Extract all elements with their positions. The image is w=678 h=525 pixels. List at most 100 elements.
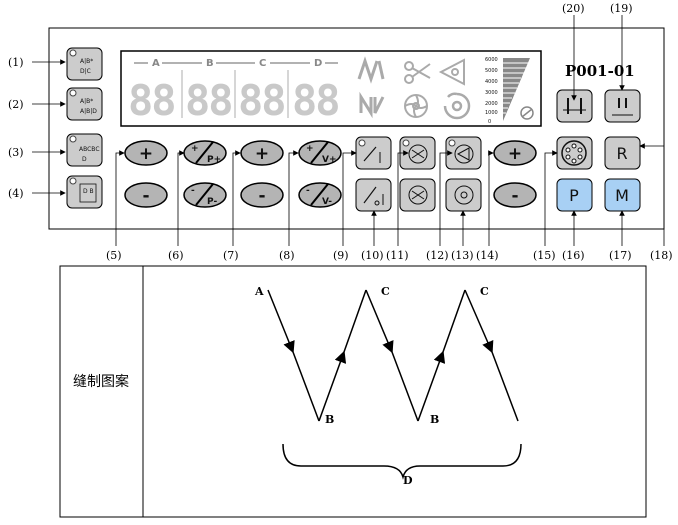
p-key[interactable]: P bbox=[556, 178, 593, 212]
svg-text:V+: V+ bbox=[322, 155, 337, 165]
minus-button-a[interactable]: - bbox=[124, 182, 168, 208]
cooling-fan-icon bbox=[404, 94, 428, 118]
presser-foot-icon bbox=[438, 58, 465, 86]
svg-text:M: M bbox=[615, 186, 629, 205]
point-c1-label: C bbox=[381, 285, 390, 298]
svg-text:A|B*: A|B* bbox=[80, 58, 93, 65]
svg-text:0: 0 bbox=[488, 119, 491, 125]
svg-text:+: + bbox=[255, 144, 269, 164]
callout-12: (12) bbox=[426, 249, 449, 262]
p-minus-button[interactable]: - P- bbox=[183, 182, 227, 208]
callout-17: (17) bbox=[609, 249, 632, 262]
svg-text:P: P bbox=[569, 186, 579, 205]
plus-button-a[interactable]: + bbox=[124, 140, 168, 166]
trimmer-key-2[interactable] bbox=[399, 178, 436, 212]
minus-button-c[interactable]: - bbox=[493, 182, 537, 208]
callout-16: (16) bbox=[562, 249, 585, 262]
svg-text:1000: 1000 bbox=[485, 110, 498, 116]
callout-14: (14) bbox=[476, 249, 499, 262]
scissors-icon bbox=[404, 61, 431, 84]
callout-leaders bbox=[32, 15, 665, 246]
mode-key-1[interactable]: A|B* D|C bbox=[66, 47, 103, 81]
callout-20: (20) bbox=[562, 2, 585, 15]
point-c2-label: C bbox=[480, 285, 489, 298]
plus-button-b[interactable]: + bbox=[240, 140, 284, 166]
point-b1-label: B bbox=[325, 413, 334, 426]
thread-wiper-icon bbox=[443, 92, 471, 120]
point-b2-label: B bbox=[430, 413, 439, 426]
callout-8: (8) bbox=[279, 249, 295, 262]
p-plus-button[interactable]: + P+ bbox=[183, 140, 227, 166]
pattern-key-15[interactable] bbox=[556, 136, 593, 170]
model-number: P001-01 bbox=[565, 62, 635, 80]
plus-button-c[interactable]: + bbox=[493, 140, 537, 166]
callout-1: (1) bbox=[8, 56, 24, 69]
svg-text:-: - bbox=[191, 186, 195, 196]
presser-up-key[interactable] bbox=[355, 136, 392, 170]
svg-text:2000: 2000 bbox=[485, 101, 498, 107]
display-label-b: B bbox=[206, 58, 214, 69]
needle-key-20[interactable] bbox=[556, 89, 593, 123]
callout-5: (5) bbox=[106, 249, 122, 262]
callout-18: (18) bbox=[650, 249, 673, 262]
svg-text:6000: 6000 bbox=[485, 57, 498, 63]
mode-key-2[interactable]: A|B* A|B|D bbox=[66, 87, 103, 121]
wiper-key[interactable] bbox=[445, 178, 482, 212]
r-key[interactable]: R bbox=[604, 136, 641, 170]
v-plus-button[interactable]: + V+ bbox=[298, 140, 342, 166]
svg-text:A|B|D: A|B|D bbox=[80, 108, 97, 115]
mode-key-4[interactable]: D B bbox=[66, 175, 103, 209]
svg-text:+: + bbox=[139, 144, 153, 164]
callout-10: (10) bbox=[361, 249, 384, 262]
segment-group-d: 88 bbox=[292, 76, 339, 125]
callout-4: (4) bbox=[8, 187, 24, 200]
stitch-pattern-diagram bbox=[267, 289, 522, 480]
m-key[interactable]: M bbox=[604, 178, 641, 212]
svg-text:+: + bbox=[306, 144, 314, 154]
callout-15: (15) bbox=[533, 249, 556, 262]
callout-3: (3) bbox=[8, 146, 24, 159]
callout-19: (19) bbox=[610, 2, 633, 15]
svg-text:A|B*: A|B* bbox=[80, 98, 93, 105]
svg-text:-: - bbox=[258, 186, 265, 206]
v-minus-button[interactable]: - V- bbox=[298, 182, 342, 208]
svg-text:-: - bbox=[142, 186, 149, 206]
presser-down-key[interactable] bbox=[355, 178, 392, 212]
svg-text:4000: 4000 bbox=[485, 79, 498, 85]
svg-text:-: - bbox=[306, 186, 310, 196]
segment-group-b: 88 bbox=[185, 76, 232, 125]
display-label-d: D bbox=[314, 58, 322, 69]
segment-group-a: 88 bbox=[128, 76, 175, 125]
svg-text:V-: V- bbox=[322, 197, 332, 207]
presser-foot-key[interactable] bbox=[445, 136, 482, 170]
svg-text:-: - bbox=[511, 186, 518, 206]
callout-9: (9) bbox=[333, 249, 349, 262]
callout-13: (13) bbox=[451, 249, 474, 262]
pattern-table bbox=[59, 265, 647, 518]
svg-text:+: + bbox=[508, 144, 522, 164]
svg-text:P+: P+ bbox=[207, 155, 221, 165]
stitch-pattern-icon bbox=[357, 56, 385, 119]
minus-button-b[interactable]: - bbox=[240, 182, 284, 208]
pattern-row-title: 缝制图案 bbox=[73, 373, 129, 390]
svg-text:3000: 3000 bbox=[485, 90, 498, 96]
svg-text:+: + bbox=[191, 144, 199, 154]
svg-text:P-: P- bbox=[207, 197, 217, 207]
svg-text:D|C: D|C bbox=[80, 68, 91, 75]
svg-text:D B: D B bbox=[83, 188, 94, 195]
point-a-label: A bbox=[254, 285, 264, 298]
svg-text:R: R bbox=[616, 144, 627, 163]
speed-scale: 6000 5000 4000 3000 2000 1000 0 bbox=[485, 57, 534, 125]
svg-text:5000: 5000 bbox=[485, 68, 498, 74]
thread-key-19[interactable] bbox=[604, 89, 641, 123]
svg-text:ABCBC: ABCBC bbox=[79, 146, 100, 153]
segment-group-c: 88 bbox=[238, 76, 285, 125]
motor-status-icon bbox=[520, 106, 534, 120]
callout-7: (7) bbox=[223, 249, 239, 262]
display-label-c: C bbox=[259, 58, 266, 69]
callout-11: (11) bbox=[386, 249, 409, 262]
display-label-a: A bbox=[152, 58, 160, 69]
callout-6: (6) bbox=[168, 249, 184, 262]
